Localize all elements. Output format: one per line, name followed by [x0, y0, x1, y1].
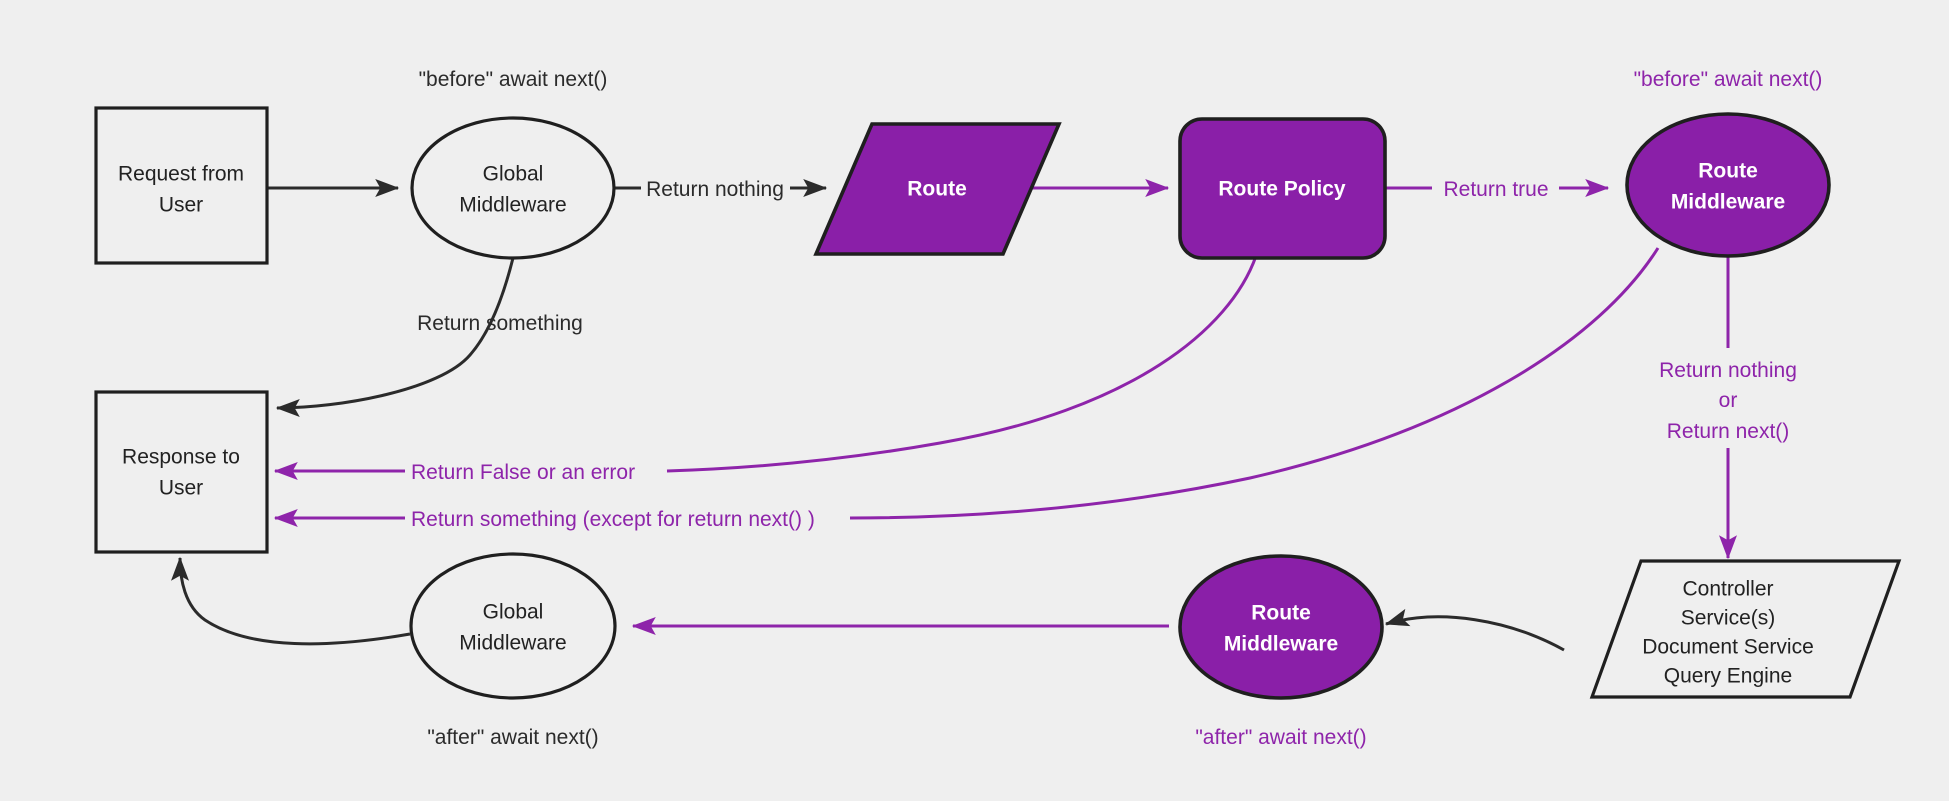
request-from-user-label-line1: Request from — [118, 163, 244, 186]
controller-label-line4: Query Engine — [1664, 665, 1792, 688]
node-route-middleware-bottom[interactable]: Route Middleware — [1178, 554, 1384, 700]
label-return-something: Return something — [417, 312, 583, 335]
route-label: Route — [907, 178, 967, 201]
label-after-await-next-purple: "after" await next() — [1195, 726, 1366, 749]
label-return-nothing-or-line2: or — [1719, 389, 1738, 412]
global-middleware-top-label-line1: Global — [483, 163, 544, 186]
controller-label-line3: Document Service — [1642, 636, 1814, 659]
global-middleware-bottom-label-line1: Global — [483, 601, 544, 624]
node-response-to-user[interactable]: Response to User — [94, 390, 269, 554]
response-to-user-label-line2: User — [159, 477, 203, 500]
route-policy-label: Route Policy — [1218, 178, 1346, 201]
label-return-nothing-or-line1: Return nothing — [1659, 359, 1797, 382]
label-before-await-next-purple: "before" await next() — [1634, 68, 1823, 91]
response-to-user-label-line1: Response to — [122, 446, 240, 469]
node-route[interactable]: Route — [813, 122, 1062, 256]
label-return-false-or-error: Return False or an error — [411, 461, 635, 484]
node-request-from-user[interactable]: Request from User — [94, 106, 269, 265]
edge-route-policy-to-response-curve — [666, 255, 1258, 473]
controller-label-line2: Service(s) — [1681, 607, 1776, 630]
global-middleware-bottom-label-line2: Middleware — [459, 632, 566, 655]
node-route-policy[interactable]: Route Policy — [1178, 117, 1387, 260]
node-global-middleware-top[interactable]: Global Middleware — [410, 116, 616, 260]
label-return-true: Return true — [1443, 178, 1548, 201]
label-return-nothing-or-line3: Return next() — [1667, 420, 1790, 443]
request-from-user-label-line2: User — [159, 194, 203, 217]
controller-label-line1: Controller — [1682, 578, 1773, 601]
edge-global-middleware-to-response-return-something — [275, 257, 515, 417]
node-controller-services[interactable]: Controller Service(s) Document Service Q… — [1589, 559, 1902, 699]
route-middleware-bottom-label-line1: Route — [1251, 602, 1311, 625]
edge-route-middleware-to-response-curve — [849, 247, 1660, 520]
node-global-middleware-bottom[interactable]: Global Middleware — [409, 552, 617, 700]
label-after-await-next-dark: "after" await next() — [427, 726, 598, 749]
route-middleware-top-label-line1: Route — [1698, 160, 1758, 183]
route-middleware-bottom-label-line2: Middleware — [1224, 633, 1338, 656]
route-middleware-top-label-line2: Middleware — [1671, 191, 1785, 214]
label-return-something-except: Return something (except for return next… — [411, 508, 815, 531]
global-middleware-top-label-line2: Middleware — [459, 194, 566, 217]
edge-controller-to-route-middleware-bottom — [1384, 608, 1565, 652]
edge-global-middleware-bottom-to-response — [171, 556, 411, 646]
label-return-nothing: Return nothing — [646, 178, 784, 201]
node-route-middleware-top[interactable]: Route Middleware — [1625, 112, 1831, 258]
label-before-await-next-dark: "before" await next() — [419, 68, 608, 91]
